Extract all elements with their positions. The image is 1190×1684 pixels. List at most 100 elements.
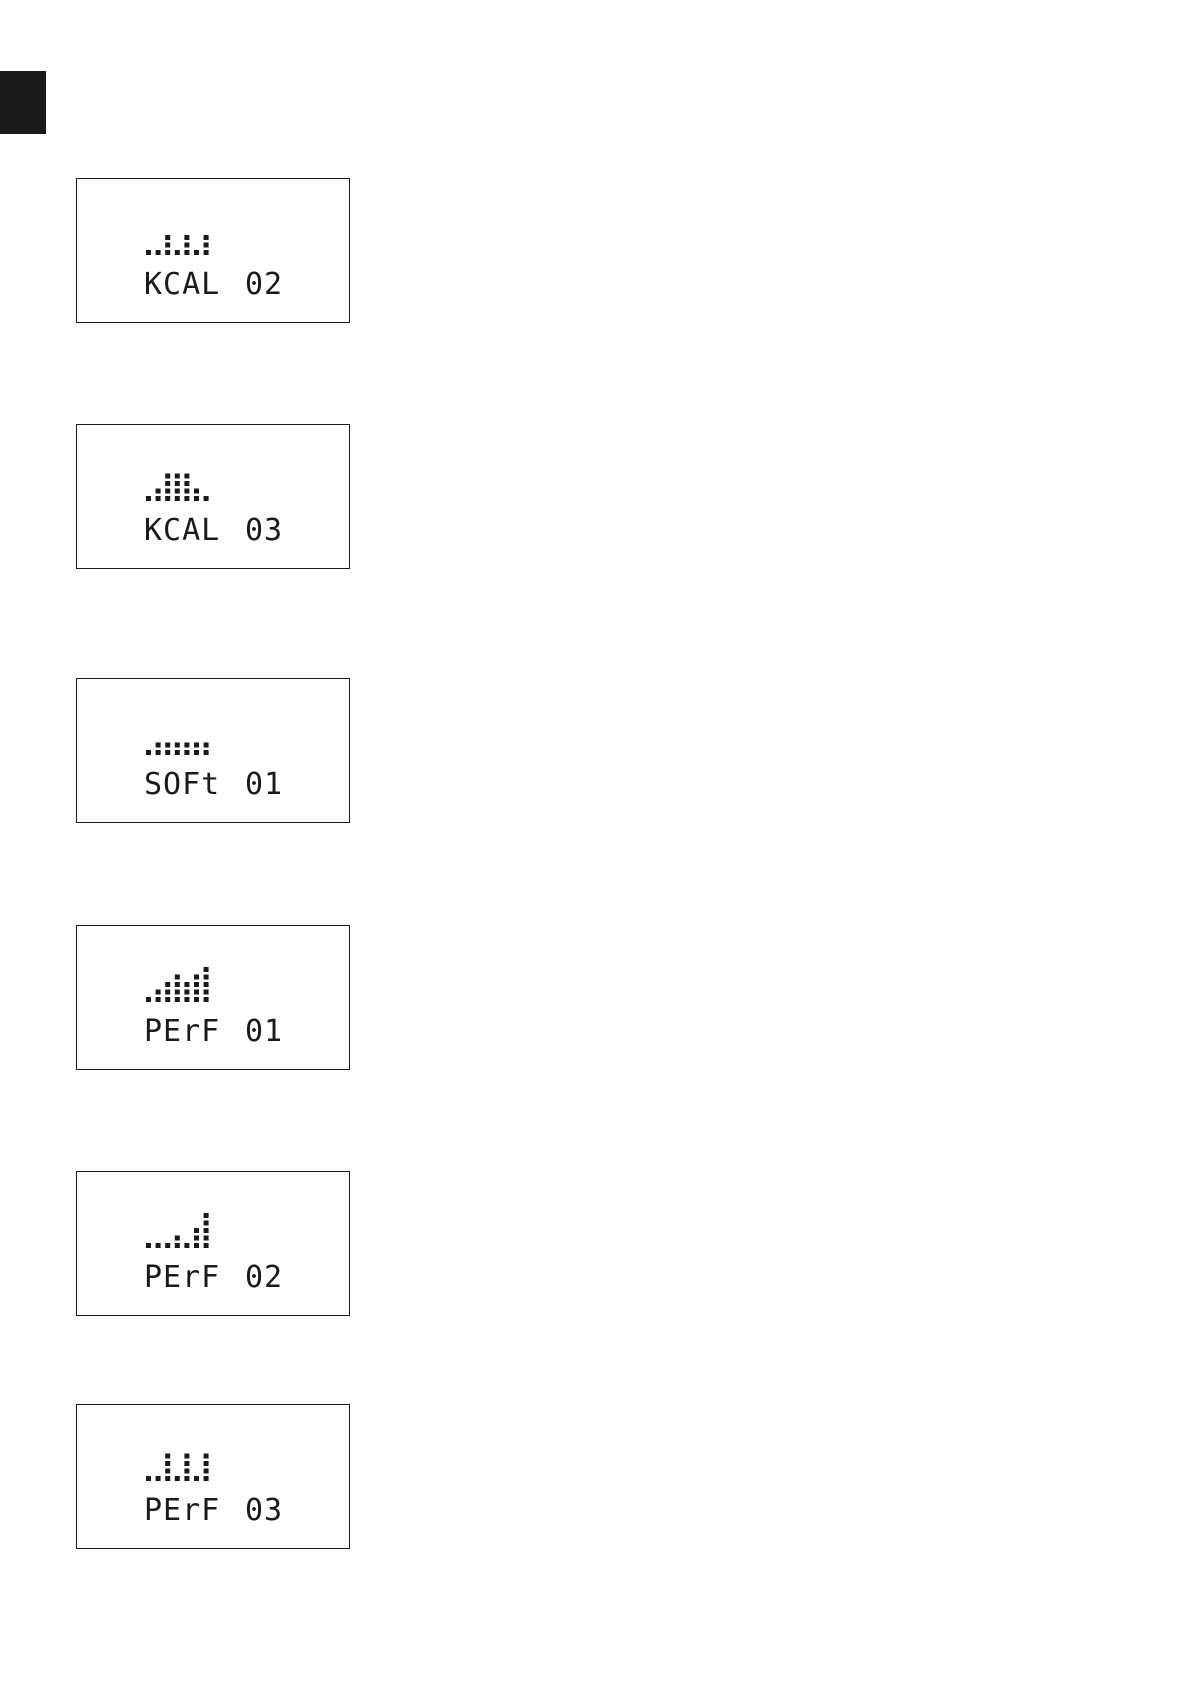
profile-dot [204, 1454, 209, 1459]
lcd-screen: PErF 02 [77, 1172, 351, 1317]
program-number-label: 01 [245, 767, 283, 802]
profile-dot [156, 496, 161, 501]
profile-dot [156, 1243, 161, 1248]
profile-dot [156, 1476, 161, 1481]
profile-dot [146, 997, 151, 1002]
profile-dot [165, 235, 170, 240]
profile-bar-graph [146, 474, 209, 502]
profile-bar-graph [146, 235, 209, 255]
program-mode-label: PErF [144, 1260, 220, 1295]
profile-dot [194, 1236, 199, 1241]
profile-dot [204, 967, 209, 972]
profile-dot [165, 250, 170, 255]
profile-dot [194, 250, 199, 255]
profile-dot [175, 982, 180, 987]
profile-column [146, 1243, 151, 1248]
profile-dot [175, 997, 180, 1002]
profile-dot [165, 750, 170, 755]
profile-dot [165, 1243, 170, 1248]
profile-column [165, 1243, 170, 1248]
profile-dot [184, 1476, 189, 1481]
profile-column [175, 250, 180, 255]
profile-dot [184, 1461, 189, 1466]
profile-dot [204, 990, 209, 995]
profile-dot [175, 250, 180, 255]
profile-dot [146, 750, 151, 755]
profile-column [184, 1243, 189, 1248]
profile-dot [175, 1243, 180, 1248]
profile-column [184, 743, 189, 756]
profile-dot [184, 990, 189, 995]
profile-column [146, 1476, 151, 1481]
profile-bar-graph [146, 1454, 209, 1482]
profile-column [194, 1476, 199, 1481]
profile-dot [184, 982, 189, 987]
profile-dot [165, 489, 170, 494]
chapter-side-tab [0, 71, 46, 134]
profile-dot [184, 496, 189, 501]
profile-dot [175, 990, 180, 995]
profile-dot [194, 496, 199, 501]
program-mode-label: KCAL [144, 267, 220, 302]
profile-bar-graph [146, 743, 209, 756]
profile-dot [204, 1213, 209, 1218]
lcd-screen: KCAL 02 [77, 179, 351, 324]
profile-column [146, 496, 151, 501]
profile-dot [204, 250, 209, 255]
program-mode-label: PErF [144, 1493, 220, 1528]
profile-column [204, 743, 209, 756]
profile-dot [165, 1476, 170, 1481]
profile-dot [184, 997, 189, 1002]
profile-column [175, 1236, 180, 1249]
profile-dot [194, 1243, 199, 1248]
profile-column [184, 474, 189, 502]
profile-dot [204, 975, 209, 980]
profile-dot [184, 750, 189, 755]
profile-dot [175, 975, 180, 980]
profile-column [165, 235, 170, 255]
profile-dot [165, 481, 170, 486]
profile-dot [165, 997, 170, 1002]
profile-dot [194, 1476, 199, 1481]
profile-column [175, 1476, 180, 1481]
profile-dot [165, 474, 170, 479]
profile-column [156, 1243, 161, 1248]
profile-dot [184, 481, 189, 486]
profile-dot [204, 1461, 209, 1466]
profile-dot [194, 1228, 199, 1233]
program-mode-label: PErF [144, 1014, 220, 1049]
profile-column [184, 1454, 189, 1482]
profile-bar-graph [146, 1213, 209, 1248]
profile-dot [165, 1461, 170, 1466]
profile-dot [184, 1469, 189, 1474]
profile-column [204, 496, 209, 501]
profile-dot [156, 750, 161, 755]
profile-column [165, 1454, 170, 1482]
profile-column [194, 975, 199, 1003]
profile-dot [146, 496, 151, 501]
profile-dot [165, 990, 170, 995]
lcd-display-1: KCAL 02 [76, 178, 350, 323]
profile-column [184, 235, 189, 255]
profile-column [156, 1476, 161, 1481]
profile-dot [194, 750, 199, 755]
profile-column [175, 743, 180, 756]
program-number-label: 03 [245, 513, 283, 548]
profile-column [156, 990, 161, 1003]
profile-column [204, 1454, 209, 1482]
profile-dot [184, 1454, 189, 1459]
profile-dot [204, 1476, 209, 1481]
profile-column [165, 743, 170, 756]
program-number-label: 02 [245, 267, 283, 302]
profile-dot [204, 750, 209, 755]
profile-column [165, 474, 170, 502]
program-number-label: 02 [245, 1260, 283, 1295]
profile-dot [175, 1236, 180, 1241]
profile-dot [175, 750, 180, 755]
